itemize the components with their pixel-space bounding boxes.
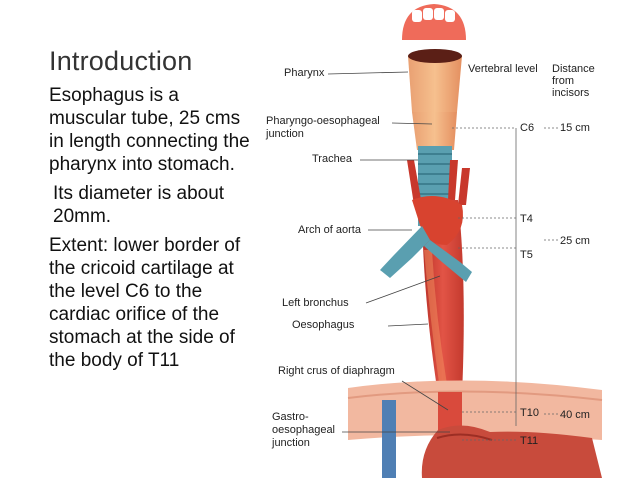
label-oesophagus: Oesophagus <box>292 319 355 331</box>
vessel-shape <box>382 400 396 478</box>
teeth-illustration <box>402 4 466 40</box>
level-markers <box>452 127 558 441</box>
label-left-bronchus: Left bronchus <box>282 297 349 309</box>
distance-25cm: 25 cm <box>560 235 590 247</box>
header-distance-3: incisors <box>552 87 590 99</box>
slide-body: Esophagus is a muscular tube, 25 cms in … <box>49 84 254 378</box>
level-t4: T4 <box>520 213 533 225</box>
level-c6: C6 <box>520 122 534 134</box>
level-t11: T11 <box>520 435 538 447</box>
distance-15cm: 15 cm <box>560 122 590 134</box>
slide-title: Introduction <box>49 46 193 76</box>
label-gastro-2: oesophageal <box>272 424 335 436</box>
header-vertebral-level: Vertebral level <box>468 63 538 75</box>
level-t10: T10 <box>520 407 539 419</box>
paragraph-extent: Extent: lower border of the cricoid cart… <box>49 235 241 371</box>
paragraph-esophagus-definition: Esophagus is a muscular tube, 25 cms in … <box>49 85 250 175</box>
label-gastro-1: Gastro- <box>272 411 309 423</box>
diaphragm-shape <box>347 380 603 440</box>
esophagus-anatomy-figure: Pharynx Pharyngo-oesophageal junction Tr… <box>262 0 606 478</box>
oesophagus-inner <box>424 250 448 390</box>
header-distance-1: Distance <box>552 63 595 75</box>
bronchi-shape <box>380 226 472 282</box>
label-pharyngo-oesophageal-1: Pharyngo-oesophageal <box>266 115 380 127</box>
label-pharyngo-oesophageal-2: junction <box>265 128 304 140</box>
label-gastro-3: junction <box>271 437 310 449</box>
label-trachea: Trachea <box>312 153 353 165</box>
label-arch-of-aorta: Arch of aorta <box>298 224 362 236</box>
stomach-shape <box>421 425 602 478</box>
pharynx-shape <box>408 49 462 115</box>
level-t5: T5 <box>520 249 533 261</box>
paragraph-diameter: Its diameter is about 20mm. <box>53 183 225 227</box>
header-distance-2: from <box>552 75 574 87</box>
oesophagus-upper <box>412 112 457 150</box>
label-pharynx: Pharynx <box>284 67 325 79</box>
leader-lines <box>327 71 450 433</box>
label-right-crus: Right crus of diaphragm <box>278 365 395 377</box>
distance-40cm: 40 cm <box>560 409 590 421</box>
anatomy-illustration: Pharynx Pharyngo-oesophageal junction Tr… <box>265 4 603 478</box>
